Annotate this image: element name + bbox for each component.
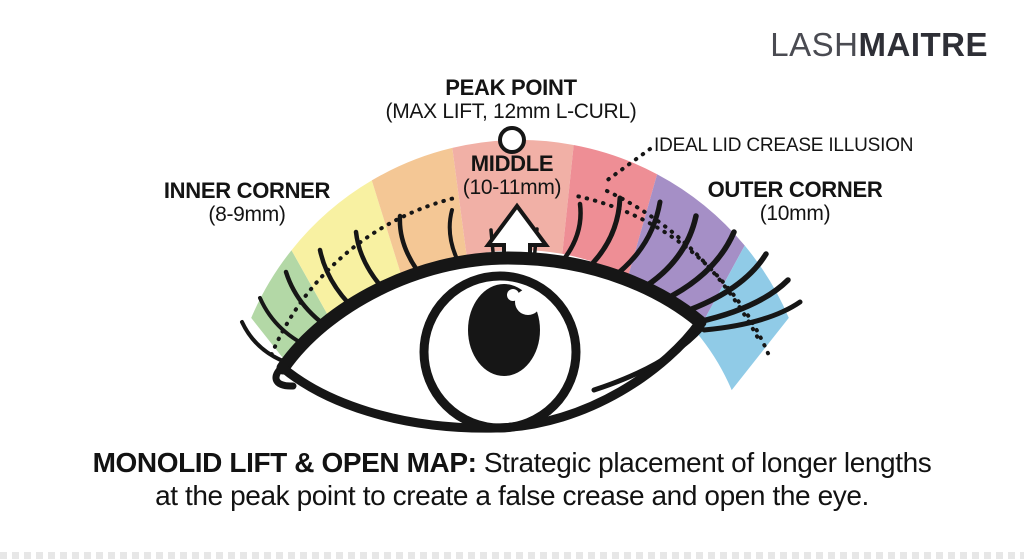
fan-segment-rose (562, 145, 658, 277)
inner-corner-label: INNER CORNER (8-9mm) (137, 179, 357, 227)
outer-corner-flick (591, 325, 705, 393)
caption-line1-rest: Strategic placement of longer lengths (476, 447, 932, 478)
middle-title: MIDDLE (470, 151, 554, 176)
lash-stroke-18 (701, 299, 803, 333)
crease-connector-dots (600, 147, 652, 186)
caption-line2: at the peak point to create a false crea… (155, 480, 869, 511)
brand-logo-light: LASH (770, 26, 859, 63)
inner-corner-hook (272, 361, 297, 390)
crease-curve-dots (605, 189, 762, 344)
peak-point-subtitle: (MAX LIFT, 12mm L-CURL) (385, 100, 637, 124)
pupil-highlight-small (507, 289, 519, 301)
outer-corner-title: OUTER CORNER (707, 177, 883, 202)
fan-segment-orange (371, 147, 467, 282)
guide-dots-right (576, 194, 771, 358)
peak-point-marker (498, 126, 526, 154)
peak-point-label: PEAK POINT (MAX LIFT, 12mm L-CURL) (361, 76, 661, 124)
upper-lid-line (276, 251, 707, 375)
lash-stroke-15 (661, 229, 737, 303)
caption-text: MONOLID LIFT & OPEN MAP: Strategic place… (0, 446, 1024, 512)
fan-segment-blue (697, 245, 789, 391)
middle-subtitle: (10-11mm) (462, 176, 562, 200)
guide-dotted-lines (269, 147, 771, 358)
inner-corner-subtitle: (8-9mm) (208, 203, 286, 227)
outer-corner-subtitle: (10mm) (759, 202, 831, 226)
caption-line1: MONOLID LIFT & OPEN MAP: Strategic place… (0, 446, 1024, 479)
peak-marker-circle (498, 126, 526, 154)
outer-corner-label: OUTER CORNER (10mm) (685, 178, 905, 226)
cut-off-text-strip (0, 552, 1024, 559)
middle-label: MIDDLE (10-11mm) (411, 152, 613, 200)
brand-logo: LASHMAITRE (770, 26, 988, 64)
inner-corner-title: INNER CORNER (163, 178, 331, 203)
fan-segment-salmon (452, 139, 574, 257)
brand-logo-bold: MAITRE (858, 26, 988, 63)
lash-stroke-17 (695, 277, 791, 325)
crease-illusion-label: IDEAL LID CREASE ILLUSION (654, 135, 914, 156)
lash-stroke-16 (681, 251, 769, 315)
peak-point-title: PEAK POINT (445, 75, 577, 100)
pupil-highlight (515, 289, 541, 315)
eye-illustration (272, 251, 707, 433)
guide-dots-left (269, 195, 461, 357)
lower-lid-line (278, 317, 705, 433)
caption-lead: MONOLID LIFT & OPEN MAP: (92, 447, 477, 478)
